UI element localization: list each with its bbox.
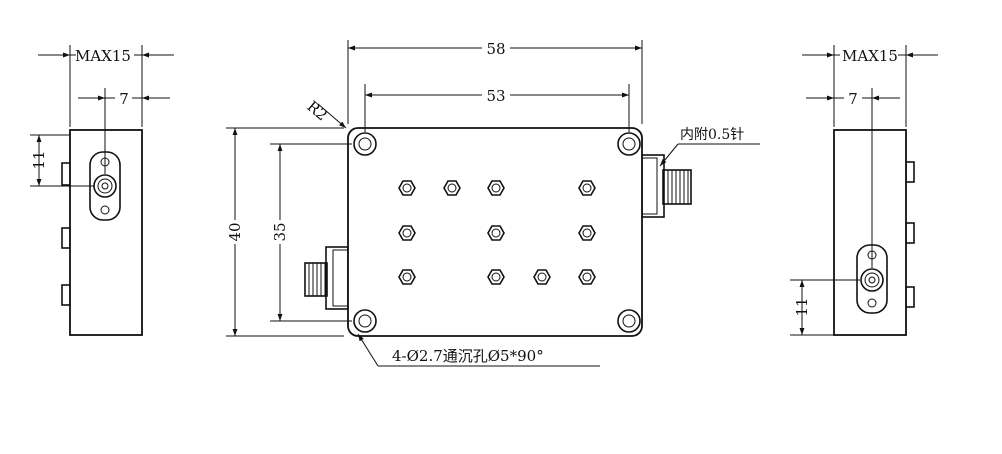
right-view-connector-outer — [860, 268, 884, 292]
right-view-offset-label: 7 — [848, 90, 858, 108]
left-view-body — [69, 129, 143, 336]
mounting-hole-bottom-left — [353, 309, 377, 333]
right-view-tab-middle — [905, 222, 915, 244]
front-view-hole-spacing-y-label: 35 — [271, 222, 289, 241]
left-view-tab-middle — [61, 227, 71, 249]
tuning-screw — [578, 225, 596, 241]
tuning-screw — [533, 269, 551, 285]
tuning-screw — [398, 225, 416, 241]
right-side-view: MAX15 7 11 — [790, 45, 938, 336]
right-view-screw-bottom — [867, 298, 877, 308]
front-view-body — [347, 127, 643, 337]
left-view-connector-pin — [101, 182, 109, 190]
front-view-left-connector-flange — [325, 246, 349, 310]
tuning-screw — [398, 269, 416, 285]
tuning-screw — [487, 180, 505, 196]
tuning-screw — [487, 225, 505, 241]
right-view-connector-pin — [868, 276, 876, 284]
right-view-height-label: 11 — [793, 297, 811, 316]
front-view-total-width-label: 58 — [486, 40, 505, 58]
right-view-tab-top — [905, 161, 915, 183]
mounting-hole-note-label: 4-Ø2.7通沉孔Ø5*90° — [392, 347, 544, 365]
tuning-screws — [398, 180, 596, 285]
front-view-right-connector-flange — [641, 154, 665, 218]
left-view-connector-inner — [97, 178, 113, 194]
left-view-height-label: 11 — [30, 150, 48, 169]
right-view-body — [833, 129, 907, 336]
corner-radius-label: R2 — [303, 97, 331, 124]
mounting-hole-bottom-right — [617, 309, 641, 333]
tuning-screw — [443, 180, 461, 196]
front-view-hole-spacing-x-label: 53 — [486, 87, 505, 105]
left-view-screw-bottom — [100, 205, 110, 215]
mounting-hole-top-right — [617, 132, 641, 156]
front-view-right-connector-thread — [662, 169, 692, 205]
front-view-total-height-label: 40 — [226, 222, 244, 241]
left-side-view: MAX15 7 11 — [30, 45, 174, 336]
tuning-screw — [578, 269, 596, 285]
right-view-width-label: MAX15 — [842, 47, 898, 65]
tuning-screw — [487, 269, 505, 285]
left-view-tab-top — [61, 162, 71, 186]
front-view: 58 53 40 35 R2 内附0.5针 4-Ø2.7通沉孔Ø5*90° — [226, 38, 760, 367]
left-view-tab-bottom — [61, 284, 71, 306]
tuning-screw — [578, 180, 596, 196]
mounting-hole-top-left — [353, 132, 377, 156]
left-view-width-label: MAX15 — [75, 47, 131, 65]
right-view-tab-bottom — [905, 286, 915, 308]
tuning-screw — [398, 180, 416, 196]
left-view-offset-label: 7 — [119, 90, 129, 108]
right-view-connector-inner — [864, 272, 880, 288]
pin-note-label: 内附0.5针 — [680, 127, 744, 143]
front-view-left-connector-thread — [304, 262, 328, 297]
